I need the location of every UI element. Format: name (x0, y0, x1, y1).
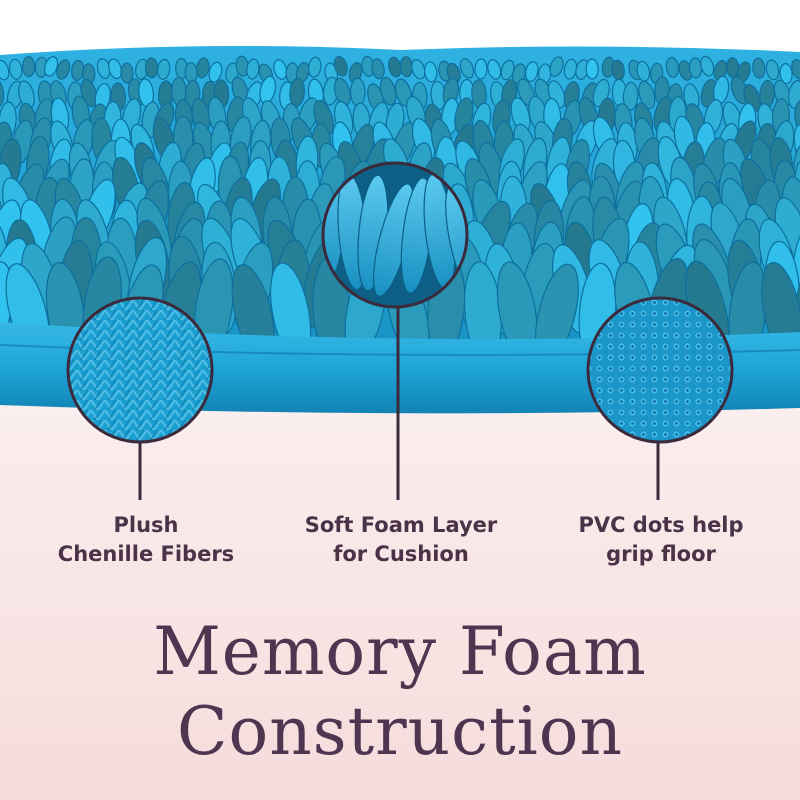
headline-line2: Construction (176, 693, 624, 770)
plush-zoom-circle (66, 296, 214, 500)
plush-caption-line2: Chenille Fibers (57, 542, 235, 566)
pvc-dots-caption: PVC dots help grip floor (531, 511, 791, 569)
headline: Memory Foam Construction (0, 612, 800, 772)
foam-caption-line1: Soft Foam Layer (304, 513, 498, 537)
pvc-caption-line2: grip floor (606, 542, 716, 566)
headline-line1: Memory Foam (153, 613, 647, 690)
pvc-caption-line1: PVC dots help (578, 513, 744, 537)
plush-fibers-caption: Plush Chenille Fibers (16, 511, 276, 569)
plush-caption-line1: Plush (113, 513, 179, 537)
foam-layer-caption: Soft Foam Layer for Cushion (271, 511, 531, 569)
foam-zoom-circle (321, 161, 469, 500)
chenille-fibers (0, 55, 800, 364)
pvc-zoom-circle (586, 296, 734, 500)
foam-caption-line2: for Cushion (333, 542, 469, 566)
